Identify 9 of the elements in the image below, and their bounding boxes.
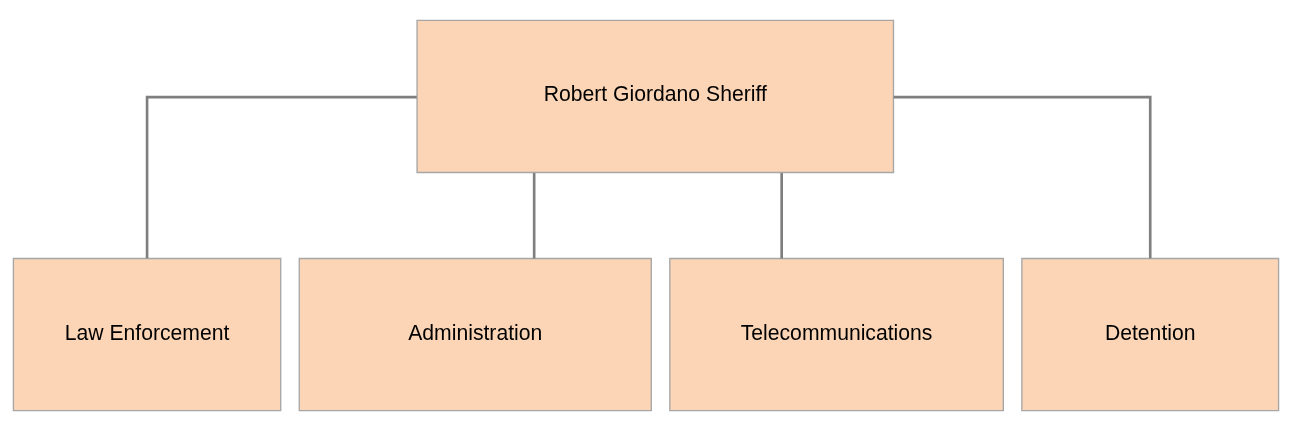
node-box: Law Enforcement [12,257,282,412]
connector [780,173,783,259]
connector [893,95,1152,259]
node-box: Telecommunications [669,257,1004,412]
node-box: Administration [298,257,652,412]
connector [145,95,417,259]
node-box: Robert Giordano Sheriff [416,19,895,174]
connector [532,173,536,259]
node-box: Detention [1021,257,1280,412]
